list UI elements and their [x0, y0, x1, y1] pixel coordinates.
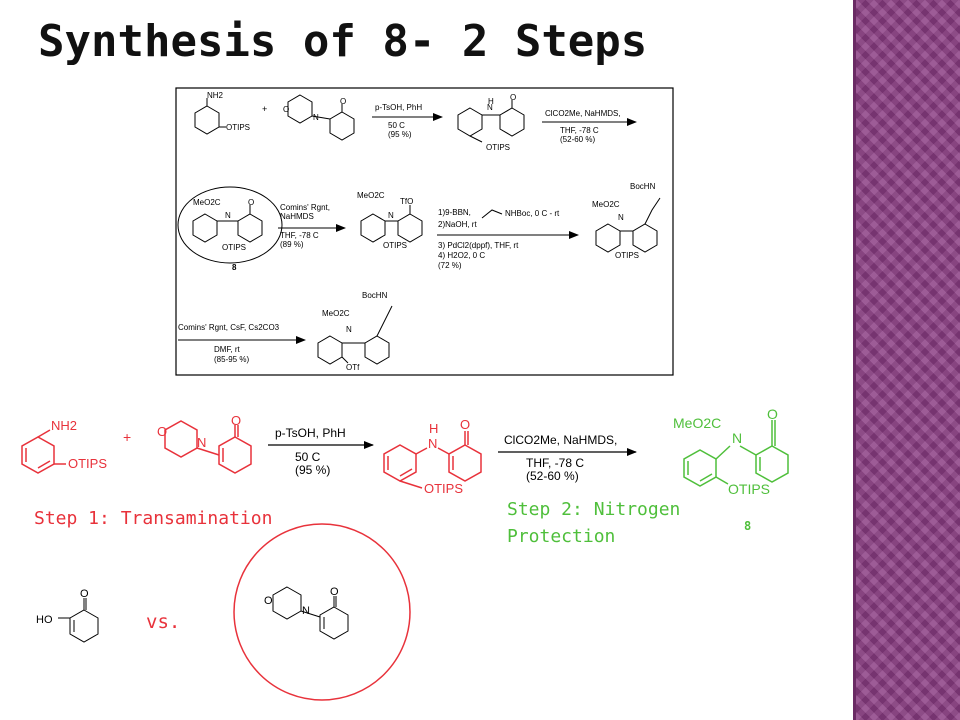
scheme-product3-otips: OTIPS [615, 251, 639, 260]
scheme-condition-5b: (85-95 %) [214, 355, 249, 364]
intermediate-enone-ring [448, 444, 482, 482]
reagent-2: ClCO2Me, NaHMDS, [504, 433, 617, 447]
aniline-ring [21, 436, 55, 474]
plus-sign: + [123, 429, 131, 445]
product-ester-label: MeO2C [673, 415, 721, 431]
scheme-product3-ester: MeO2C [592, 200, 620, 209]
scheme-condition-2a: THF, -78 C [560, 126, 599, 135]
condition-1b: (95 %) [295, 463, 330, 477]
scheme-reagent-3b: NaHMDS [280, 212, 314, 221]
scheme-reagent-4c: 3) PdCl2(dppf), THF, rt [438, 241, 519, 250]
scheme-triflate-tfo: TfO [400, 197, 413, 206]
reaction-scheme: NH2 OTIPS + O N O p-TsOH, PhH 50 C (95 %… [175, 87, 674, 376]
colored-reaction: NH2 OTIPS + O N O p-TsOH, PhH 50 C (95 %… [21, 406, 789, 497]
aniline-nh2-label: NH2 [51, 418, 77, 433]
scheme-compound-8-number: 8 [232, 263, 237, 272]
scheme-compound-8-circle [177, 186, 283, 264]
scheme-o-atom: O [283, 105, 289, 114]
decorative-side-edge [853, 0, 856, 720]
scheme-product1-o: O [510, 93, 516, 102]
hydroxy-ho-label: HO [36, 614, 53, 626]
product-n-atom: N [732, 430, 742, 446]
vs-label: vs. [146, 611, 180, 633]
morpholine-o-atom: O [157, 424, 167, 439]
scheme-condition-5a: DMF, rt [214, 345, 241, 354]
condition-2a: THF, -78 C [526, 456, 584, 470]
scheme-nh2-label: NH2 [207, 91, 224, 100]
reagent-1: p-TsOH, PhH [275, 426, 346, 440]
scheme-condition-2b: (52-60 %) [560, 135, 595, 144]
scheme-cmpd8-n: N [225, 211, 231, 220]
scheme-reagent-4b: 2)NaOH, rt [438, 220, 477, 229]
scheme-condition-3a: THF, -78 C [280, 231, 319, 240]
compare-morpholine-ring [272, 586, 302, 620]
scheme-reagent-3a: Comins' Rgnt, [280, 203, 330, 212]
condition-1a: 50 C [295, 450, 321, 464]
scheme-final-otf: OTf [346, 363, 360, 372]
morpholine-n-atom: N [197, 435, 206, 450]
scheme-reagent-4-nhboc: NHBoc, 0 C - rt [505, 209, 560, 218]
scheme-plus-sign: + [262, 104, 267, 114]
scheme-condition-1b: (95 %) [388, 130, 412, 139]
step-2-label-line2: Protection [507, 526, 616, 547]
compare-n-atom: N [302, 605, 310, 617]
intermediate-o-atom: O [460, 417, 470, 432]
compare-ketone-o: O [330, 586, 339, 598]
product-otips-label: OTIPS [728, 481, 770, 497]
product-enone-ring [755, 445, 789, 483]
compare-o-atom: O [264, 595, 273, 607]
scheme-cmpd8-otips: OTIPS [222, 243, 246, 252]
compare-enone-ring [319, 606, 349, 640]
scheme-product3-bochn: BocHN [630, 182, 656, 191]
intermediate-otips-label: OTIPS [424, 481, 463, 496]
decorative-side-panel [856, 0, 960, 720]
scheme-final-bochn: BocHN [362, 291, 388, 300]
scheme-final-n: N [346, 325, 352, 334]
step-1-label: Step 1: Transamination [34, 508, 273, 529]
scheme-product1-h: H [488, 97, 494, 106]
hydroxy-o-atom: O [80, 588, 89, 600]
scheme-triflate-ester: MeO2C [357, 191, 385, 200]
scheme-triflate-otips: OTIPS [383, 241, 407, 250]
step-2-label-line1: Step 2: Nitrogen [507, 499, 681, 520]
highlight-circle [233, 523, 411, 701]
scheme-aniline-ring [194, 105, 220, 135]
scheme-reagent-4e: (72 %) [438, 261, 462, 270]
scheme-frame [175, 87, 674, 376]
scheme-morpholine [287, 94, 313, 124]
scheme-product3-n: N [618, 213, 624, 222]
intermediate-h-atom: H [429, 421, 438, 436]
scheme-reagent-1: p-TsOH, PhH [375, 103, 422, 112]
scheme-product1-n: N [487, 103, 493, 112]
scheme-cmpd8-o: O [248, 198, 254, 207]
slide-title: Synthesis of 8- 2 Steps [38, 16, 648, 67]
scheme-reagent-2: ClCO2Me, NaHMDS, [545, 109, 621, 118]
scheme-condition-3b: (89 %) [280, 240, 304, 249]
compound-8-label: 8 [744, 519, 752, 533]
scheme-condition-1a: 50 C [388, 121, 405, 130]
ketone-o-atom: O [231, 413, 241, 428]
scheme-reagent-4d: 4) H2O2, 0 C [438, 251, 485, 260]
scheme-reagent-5: Comins' Rgnt, CsF, Cs2CO3 [178, 323, 280, 332]
scheme-triflate-n: N [388, 211, 394, 220]
scheme-final-ester: MeO2C [322, 309, 350, 318]
aniline-otips-label: OTIPS [68, 456, 107, 471]
product-o-atom: O [767, 406, 778, 422]
scheme-otips-label: OTIPS [226, 123, 250, 132]
cyclohexenone-ring [218, 436, 252, 474]
scheme-n-atom: N [313, 113, 319, 122]
scheme-reagent-4a: 1)9-BBN, [438, 208, 471, 217]
comparison-section: HO O vs. O N O [36, 523, 411, 701]
scheme-carbonyl-o: O [340, 97, 346, 106]
morpholine-ring [164, 420, 198, 458]
scheme-product1-otips: OTIPS [486, 143, 510, 152]
condition-2b: (52-60 %) [526, 469, 579, 483]
scheme-cmpd8-ester: MeO2C [193, 198, 221, 207]
intermediate-n-atom: N [428, 436, 437, 451]
